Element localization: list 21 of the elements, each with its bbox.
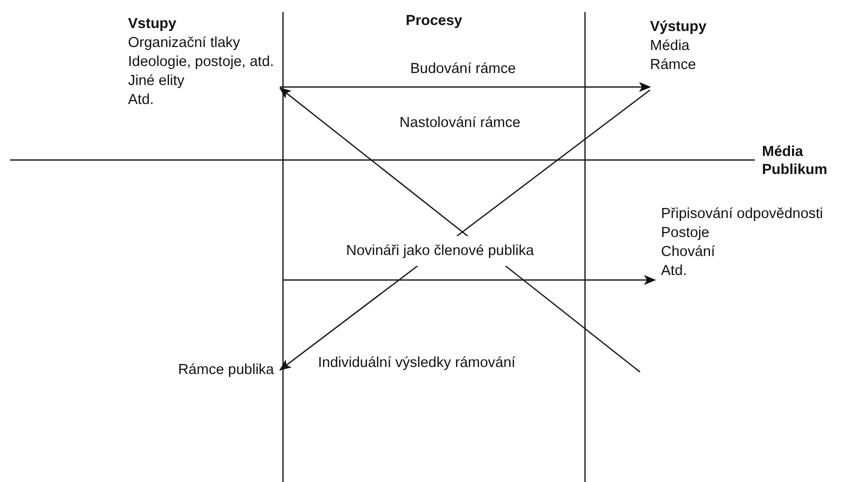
list-item: Atd.	[128, 91, 154, 110]
process-label: Nastolování rámce	[400, 114, 520, 132]
column-heading: Výstupy	[650, 18, 706, 37]
list-item: Jiné elity	[128, 72, 184, 91]
list-item: Rámce	[650, 56, 696, 75]
arrow	[280, 82, 651, 92]
section-heading: Publikum	[762, 161, 828, 179]
arrow	[283, 275, 656, 285]
list-item: Organizační tlaky	[128, 34, 240, 53]
list-item: Chování	[661, 243, 716, 262]
section-heading: Procesy	[406, 12, 462, 30]
list-item: Ideologie, postoje, atd.	[128, 53, 274, 72]
process-label: Individuální výsledky rámování	[318, 354, 516, 372]
list-item: Postoje	[661, 224, 710, 243]
list-item: Média	[650, 37, 690, 56]
process-label: Budování rámce	[410, 60, 516, 78]
text-label: Rámce publika	[40, 358, 280, 382]
list-item: Atd.	[661, 262, 687, 281]
section-heading: Média	[762, 143, 804, 161]
column-heading: Vstupy	[128, 15, 176, 34]
list-item: Připisování odpovědnosti	[661, 205, 824, 224]
